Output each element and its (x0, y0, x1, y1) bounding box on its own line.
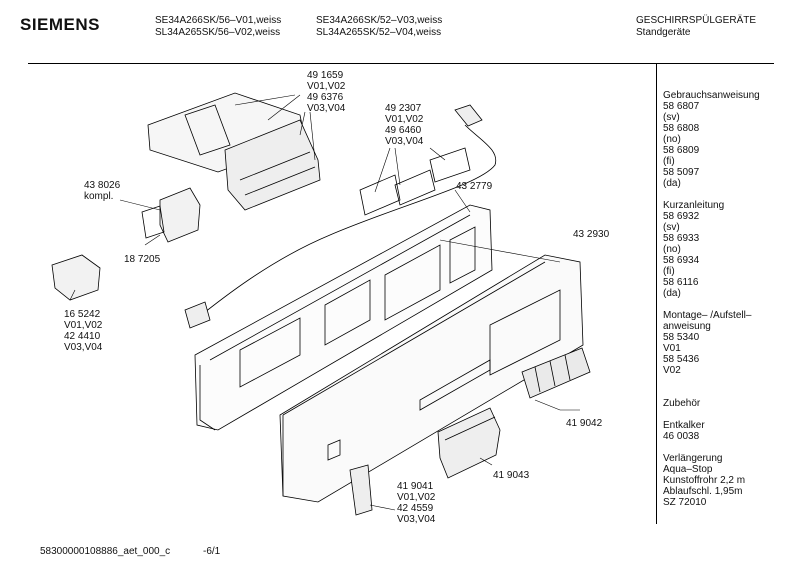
small-key (349, 464, 373, 516)
part-number: 16 5242 (64, 309, 101, 320)
model-line: SE34A266SK/56–V01,weiss (155, 15, 282, 26)
footer-page: -6/1 (203, 546, 221, 557)
label-432930: 43 2930 (573, 229, 609, 240)
part-number: 18 7205 (124, 254, 161, 265)
part-number: 42 4410 (64, 331, 101, 342)
model-line: SE34A266SK/52–V03,weiss (316, 15, 443, 26)
model-line: SL34A265SK/56–V02,weiss (155, 27, 281, 38)
item-line: Ablaufschl. 1,95m (663, 486, 743, 497)
part-variant: V03,V04 (397, 514, 436, 525)
models-right: SE34A266SK/52–V03,weiss SL34A265SK/52–V0… (316, 15, 442, 39)
sidebar-group-accessories: Zubehör (663, 398, 760, 409)
part-number: 49 6460 (385, 125, 422, 136)
label-419043: 41 9043 (493, 470, 529, 481)
control-panel-fascia (279, 254, 584, 503)
label-432779: 43 2779 (456, 181, 492, 192)
models-left: SE34A266SK/56–V01,weiss SL34A265SK/56–V0… (155, 15, 281, 39)
doc-number: 58 6933 (663, 233, 700, 244)
sidebar-group-manual: Gebrauchsanweisung 58 6807 (sv) 58 6808 … (663, 90, 760, 189)
label-165242: 16 5242 V01,V02 42 4410 V03,V04 (64, 309, 102, 353)
doc-language: (da) (663, 178, 681, 189)
group-title: Montage– /Aufstell– (663, 310, 752, 321)
category-subtitle: Standgeräte (636, 27, 691, 38)
group-title: Verlängerung (663, 453, 723, 464)
doc-language: (sv) (663, 112, 680, 123)
part-variant: V01,V02 (64, 320, 103, 331)
group-title: Gebrauchsanweisung (663, 90, 760, 101)
part-number: 43 2779 (456, 181, 493, 192)
part-variant: V03,V04 (64, 342, 103, 353)
electronic-module (147, 92, 321, 211)
label-438026: 43 8026 kompl. (84, 180, 120, 202)
doc-number: 58 5097 (663, 167, 700, 178)
doc-number: 58 6932 (663, 211, 700, 222)
doc-language: (da) (663, 288, 681, 299)
label-491659: 49 1659 V01,V02 49 6376 V03,V04 (307, 70, 345, 114)
doc-number: 58 6809 (663, 145, 700, 156)
item-line: Aqua–Stop (663, 464, 713, 475)
doc-variant: V01 (663, 343, 681, 354)
doc-number: 46 0038 (663, 431, 700, 442)
label-187205: 18 7205 (124, 254, 160, 265)
group-title: Kurzanleitung (663, 200, 725, 211)
documentation-sidebar: Gebrauchsanweisung 58 6807 (sv) 58 6808 … (663, 90, 760, 508)
model-line: SL34A265SK/52–V04,weiss (316, 27, 442, 38)
part-number: 43 2930 (573, 229, 610, 240)
lock-part (51, 254, 101, 301)
sidebar-group-installation: Montage– /Aufstell– anweisung 58 5340 V0… (663, 310, 760, 376)
category-title: GESCHIRRSPÜLGERÄTE (636, 15, 757, 26)
sidebar-group-descaler: Entkalker 46 0038 (663, 420, 760, 442)
brand-logo: SIEMENS (20, 15, 101, 34)
part-number: 49 2307 (385, 103, 422, 114)
doc-language: (fi) (663, 266, 675, 277)
group-title: Entkalker (663, 420, 705, 431)
inner-panel-frame (194, 204, 493, 431)
part-variant: V01,V02 (307, 81, 346, 92)
part-note: kompl. (84, 191, 114, 202)
doc-language: (no) (663, 244, 681, 255)
doc-number: 58 6808 (663, 123, 700, 134)
push-buttons (521, 347, 591, 399)
doc-number: 58 5436 (663, 354, 700, 365)
item-line: Kunstoffrohr 2,2 m (663, 475, 746, 486)
sidebar-group-extension: Verlängerung Aqua–Stop Kunstoffrohr 2,2 … (663, 453, 760, 508)
label-492307: 49 2307 V01,V02 49 6460 V03,V04 (385, 103, 423, 147)
part-variant: V03,V04 (307, 103, 346, 114)
cable-harness (184, 104, 497, 329)
doc-language: (no) (663, 134, 681, 145)
part-number: 43 8026 (84, 180, 121, 191)
leader-lines (69, 94, 580, 511)
doc-number: SZ 72010 (663, 497, 707, 508)
exploded-view-diagram (51, 92, 591, 516)
doc-number: 58 6116 (663, 277, 699, 288)
part-number: 41 9041 (397, 481, 434, 492)
part-number: 41 9042 (566, 418, 603, 429)
group-title: Zubehör (663, 398, 701, 409)
part-variant: V01,V02 (385, 114, 424, 125)
doc-language: (fi) (663, 156, 675, 167)
header-rule (28, 63, 774, 64)
part-variant: V01,V02 (397, 492, 436, 503)
appliance-category: GESCHIRRSPÜLGERÄTE Standgeräte (636, 15, 756, 39)
doc-number: 58 5340 (663, 332, 700, 343)
label-419041: 41 9041 V01,V02 42 4559 V03,V04 (397, 481, 435, 525)
part-number: 49 6376 (307, 92, 344, 103)
label-419042: 41 9042 (566, 418, 602, 429)
sidebar-group-quickguide: Kurzanleitung 58 6932 (sv) 58 6933 (no) … (663, 200, 760, 299)
doc-variant: V02 (663, 365, 681, 376)
part-number: 42 4559 (397, 503, 434, 514)
door-switch (141, 187, 201, 243)
sidebar-divider (656, 63, 657, 524)
footer-doc-id: 58300000108886_aet_000_c (40, 546, 171, 557)
doc-language: (sv) (663, 222, 680, 233)
part-variant: V03,V04 (385, 136, 424, 147)
group-title: anweisung (663, 321, 711, 332)
part-number: 41 9043 (493, 470, 530, 481)
doc-number: 58 6807 (663, 101, 700, 112)
doc-number: 58 6934 (663, 255, 700, 266)
part-number: 49 1659 (307, 70, 344, 81)
